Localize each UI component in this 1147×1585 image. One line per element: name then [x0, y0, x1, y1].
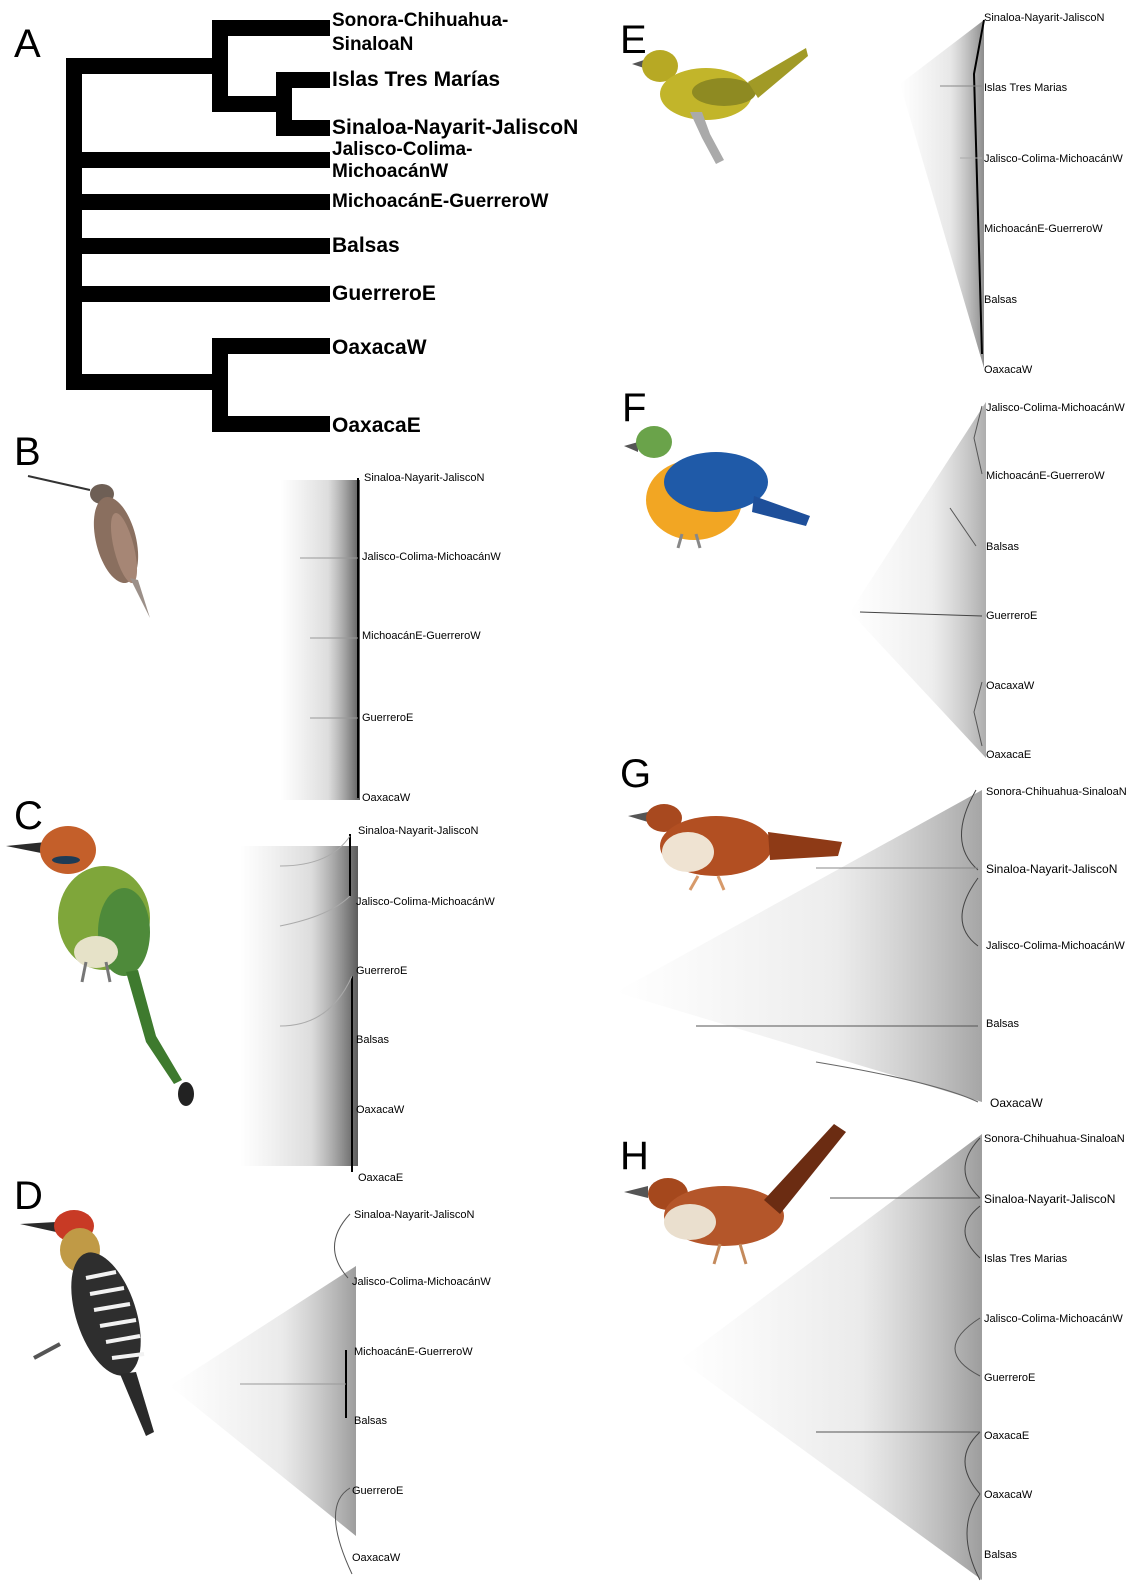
panel-a-tip-8: OaxacaW — [332, 336, 427, 360]
woodpecker-illustration — [20, 1204, 170, 1444]
panel-b-tip-3: MichoacánE-GuerreroW — [362, 630, 481, 642]
panel-c-tip-5: OaxacaW — [356, 1104, 404, 1116]
panel-e-tip-5: Balsas — [984, 294, 1017, 306]
panel-c-tip-2: Jalisco-Colima-MichoacánW — [356, 896, 495, 908]
panel-b-tip-5: OaxacaW — [362, 792, 410, 804]
panel-d-tip-2: Jalisco-Colima-MichoacánW — [352, 1276, 491, 1288]
panel-e-tree — [900, 14, 990, 374]
panel-e-tip-6: OaxacaW — [984, 364, 1032, 376]
panel-f-tip-4: GuerreroE — [986, 610, 1037, 622]
panel-h-tip-4: Jalisco-Colima-MichoacánW — [984, 1313, 1123, 1325]
panel-d-tree — [170, 1206, 356, 1580]
hummingbird-illustration — [20, 468, 160, 628]
panel-e-tip-4: MichoacánE-GuerreroW — [984, 223, 1103, 235]
panel-f-tip-6: OaxacaE — [986, 749, 1031, 761]
panel-c-tip-3: GuerreroE — [356, 965, 407, 977]
panel-a-tip-5: MichoacánE-GuerreroW — [332, 190, 548, 214]
panel-a-tip-2: Islas Tres Marías — [332, 68, 500, 92]
panel-a-tip-1b: SinaloaN — [332, 33, 413, 57]
panel-c-tip-6: OaxacaE — [358, 1172, 403, 1184]
panel-e-tip-2: Islas Tres Marias — [984, 82, 1067, 94]
panel-d-tip-3: MichoacánE-GuerreroW — [354, 1346, 473, 1358]
panel-h-tip-8: Balsas — [984, 1549, 1017, 1561]
panel-c-tip-1: Sinaloa-Nayarit-JaliscoN — [358, 825, 478, 837]
panel-a-tip-3: Sinaloa-Nayarit-JaliscoN — [332, 116, 578, 140]
panel-a-tip-9: OaxacaE — [332, 414, 421, 438]
panel-b-tip-2: Jalisco-Colima-MichoacánW — [362, 551, 501, 563]
panel-g-tip-2: Sinaloa-Nayarit-JaliscoN — [986, 863, 1117, 875]
panel-f-tip-1: Jalisco-Colima-MichoacánW — [986, 402, 1125, 414]
panel-h-tip-2: Sinaloa-Nayarit-JaliscoN — [984, 1193, 1115, 1205]
panel-c-tree — [220, 826, 360, 1186]
panel-h-tip-3: Islas Tres Marias — [984, 1253, 1067, 1265]
panel-letter-b: B — [14, 432, 41, 472]
panel-f-tip-5: OacaxaW — [986, 680, 1034, 692]
panel-a-tip-4: Jalisco-Colima- — [332, 138, 472, 162]
panel-b-tree — [240, 470, 370, 810]
panel-d-tip-1: Sinaloa-Nayarit-JaliscoN — [354, 1209, 474, 1221]
motmot-illustration — [6, 822, 206, 1112]
panel-a-cladogram — [0, 0, 340, 440]
panel-d-tip-5: GuerreroE — [352, 1485, 403, 1497]
panel-e-tip-3: Jalisco-Colima-MichoacánW — [984, 153, 1123, 165]
panel-h-tip-7: OaxacaW — [984, 1489, 1032, 1501]
panel-c-tip-4: Balsas — [356, 1034, 389, 1046]
panel-h-tip-1: Sonora-Chihuahua-SinaloaN — [984, 1133, 1125, 1145]
yellow-warbler-illustration — [632, 42, 812, 172]
panel-h-tip-5: GuerreroE — [984, 1372, 1035, 1384]
panel-g-tip-5: OaxacaW — [990, 1097, 1043, 1109]
panel-f-tip-2: MichoacánE-GuerreroW — [986, 470, 1105, 482]
panel-h-tree — [680, 1130, 986, 1584]
panel-g-tip-4: Balsas — [986, 1018, 1019, 1030]
panel-d-tip-4: Balsas — [354, 1415, 387, 1427]
panel-a-tip-1: Sonora-Chihuahua- — [332, 9, 508, 33]
panel-h-tip-6: OaxacaE — [984, 1430, 1029, 1442]
panel-g-tree — [616, 782, 986, 1112]
panel-a-tip-4b: MichoacánW — [332, 160, 448, 184]
panel-g-tip-1: Sonora-Chihuahua-SinaloaN — [986, 786, 1127, 798]
panel-e-tip-1: Sinaloa-Nayarit-JaliscoN — [984, 12, 1104, 24]
panel-f-tip-3: Balsas — [986, 541, 1019, 553]
panel-a-tip-6: Balsas — [332, 234, 400, 258]
panel-f-tree — [850, 398, 990, 762]
panel-d-tip-6: OaxacaW — [352, 1552, 400, 1564]
panel-b-tip-1: Sinaloa-Nayarit-JaliscoN — [364, 472, 484, 484]
panel-g-tip-3: Jalisco-Colima-MichoacánW — [986, 940, 1125, 952]
bunting-illustration — [624, 420, 816, 556]
panel-b-tip-4: GuerreroE — [362, 712, 413, 724]
panel-a-tip-7: GuerreroE — [332, 282, 436, 306]
